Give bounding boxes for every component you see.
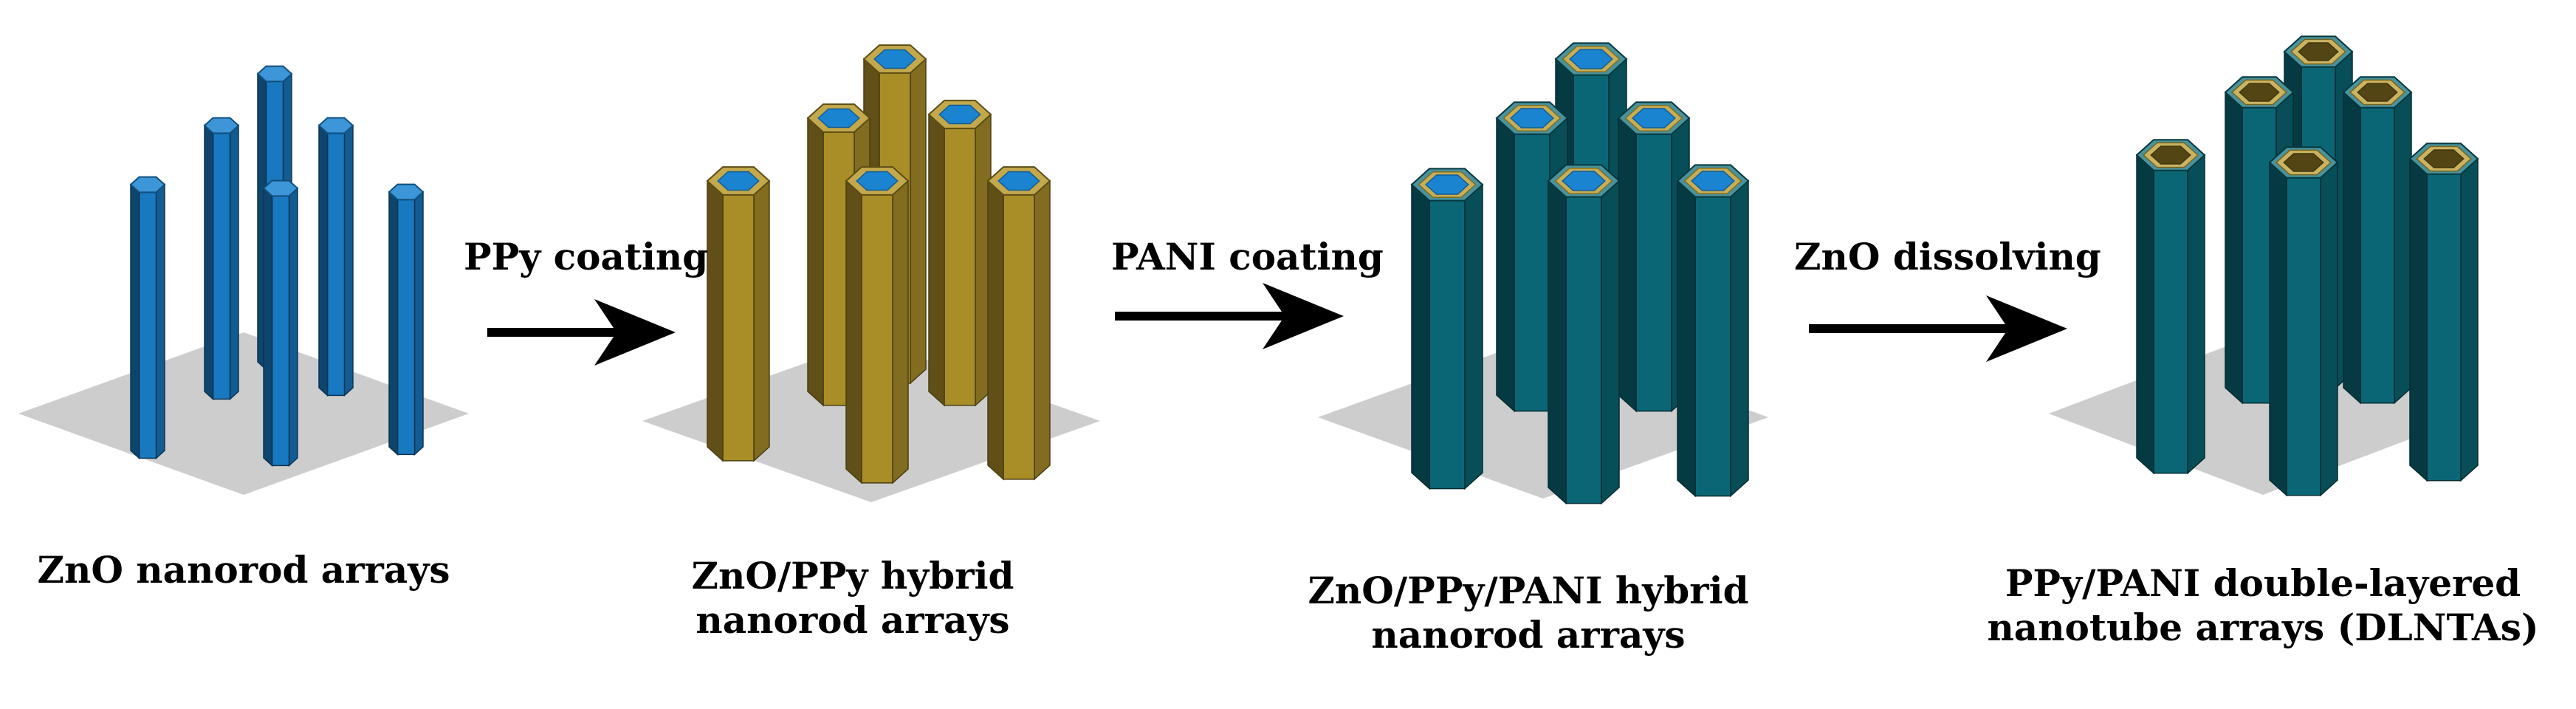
nanorod [2342, 76, 2413, 405]
arrow-label-zno-dissolving: ZnO dissolving [1794, 235, 2101, 278]
caption-line: nanorod arrays [1371, 613, 1686, 657]
caption-line: nanorod arrays [695, 598, 1010, 642]
process-arrow [1809, 295, 2067, 362]
caption-line: ZnO nanorod arrays [37, 548, 450, 592]
process-arrow [1115, 283, 1344, 349]
nanorod [2408, 143, 2479, 482]
nanorod [986, 166, 1051, 481]
nanorod [2268, 146, 2339, 497]
caption-line: ZnO/PPy/PANI hybrid [1308, 569, 1749, 612]
arrow-label-pani-coating: PANI coating [1111, 235, 1384, 278]
nanorod [388, 183, 425, 456]
nanorod [845, 166, 910, 484]
caption-ppy-pani-dlntas: PPy/PANI double-layered nanotube arrays … [1968, 561, 2558, 650]
nanorod [317, 117, 354, 397]
nanorod [203, 117, 240, 401]
process-arrow [487, 299, 676, 366]
nanorod [706, 166, 771, 462]
nanorod [1676, 164, 1750, 498]
nanorod [2224, 76, 2295, 405]
nanorod [2135, 139, 2206, 475]
caption-line: PPy/PANI double-layered [2005, 561, 2521, 605]
nanorod [1410, 168, 1484, 490]
nanorod [1547, 164, 1621, 505]
nanorod [927, 100, 992, 407]
caption-zno-ppy-hybrid: ZnO/PPy hybrid nanorod arrays [594, 554, 1111, 643]
nanorod [262, 179, 299, 467]
nanorod [129, 176, 166, 460]
caption-zno-nanorod-arrays: ZnO nanorod arrays [0, 548, 502, 592]
caption-line: nanotube arrays (DLNTAs) [1987, 606, 2539, 649]
arrow-label-ppy-coating: PPy coating [464, 235, 709, 278]
caption-line: ZnO/PPy hybrid [691, 554, 1014, 597]
caption-zno-ppy-pani-hybrid: ZnO/PPy/PANI hybrid nanorod arrays [1248, 569, 1809, 657]
